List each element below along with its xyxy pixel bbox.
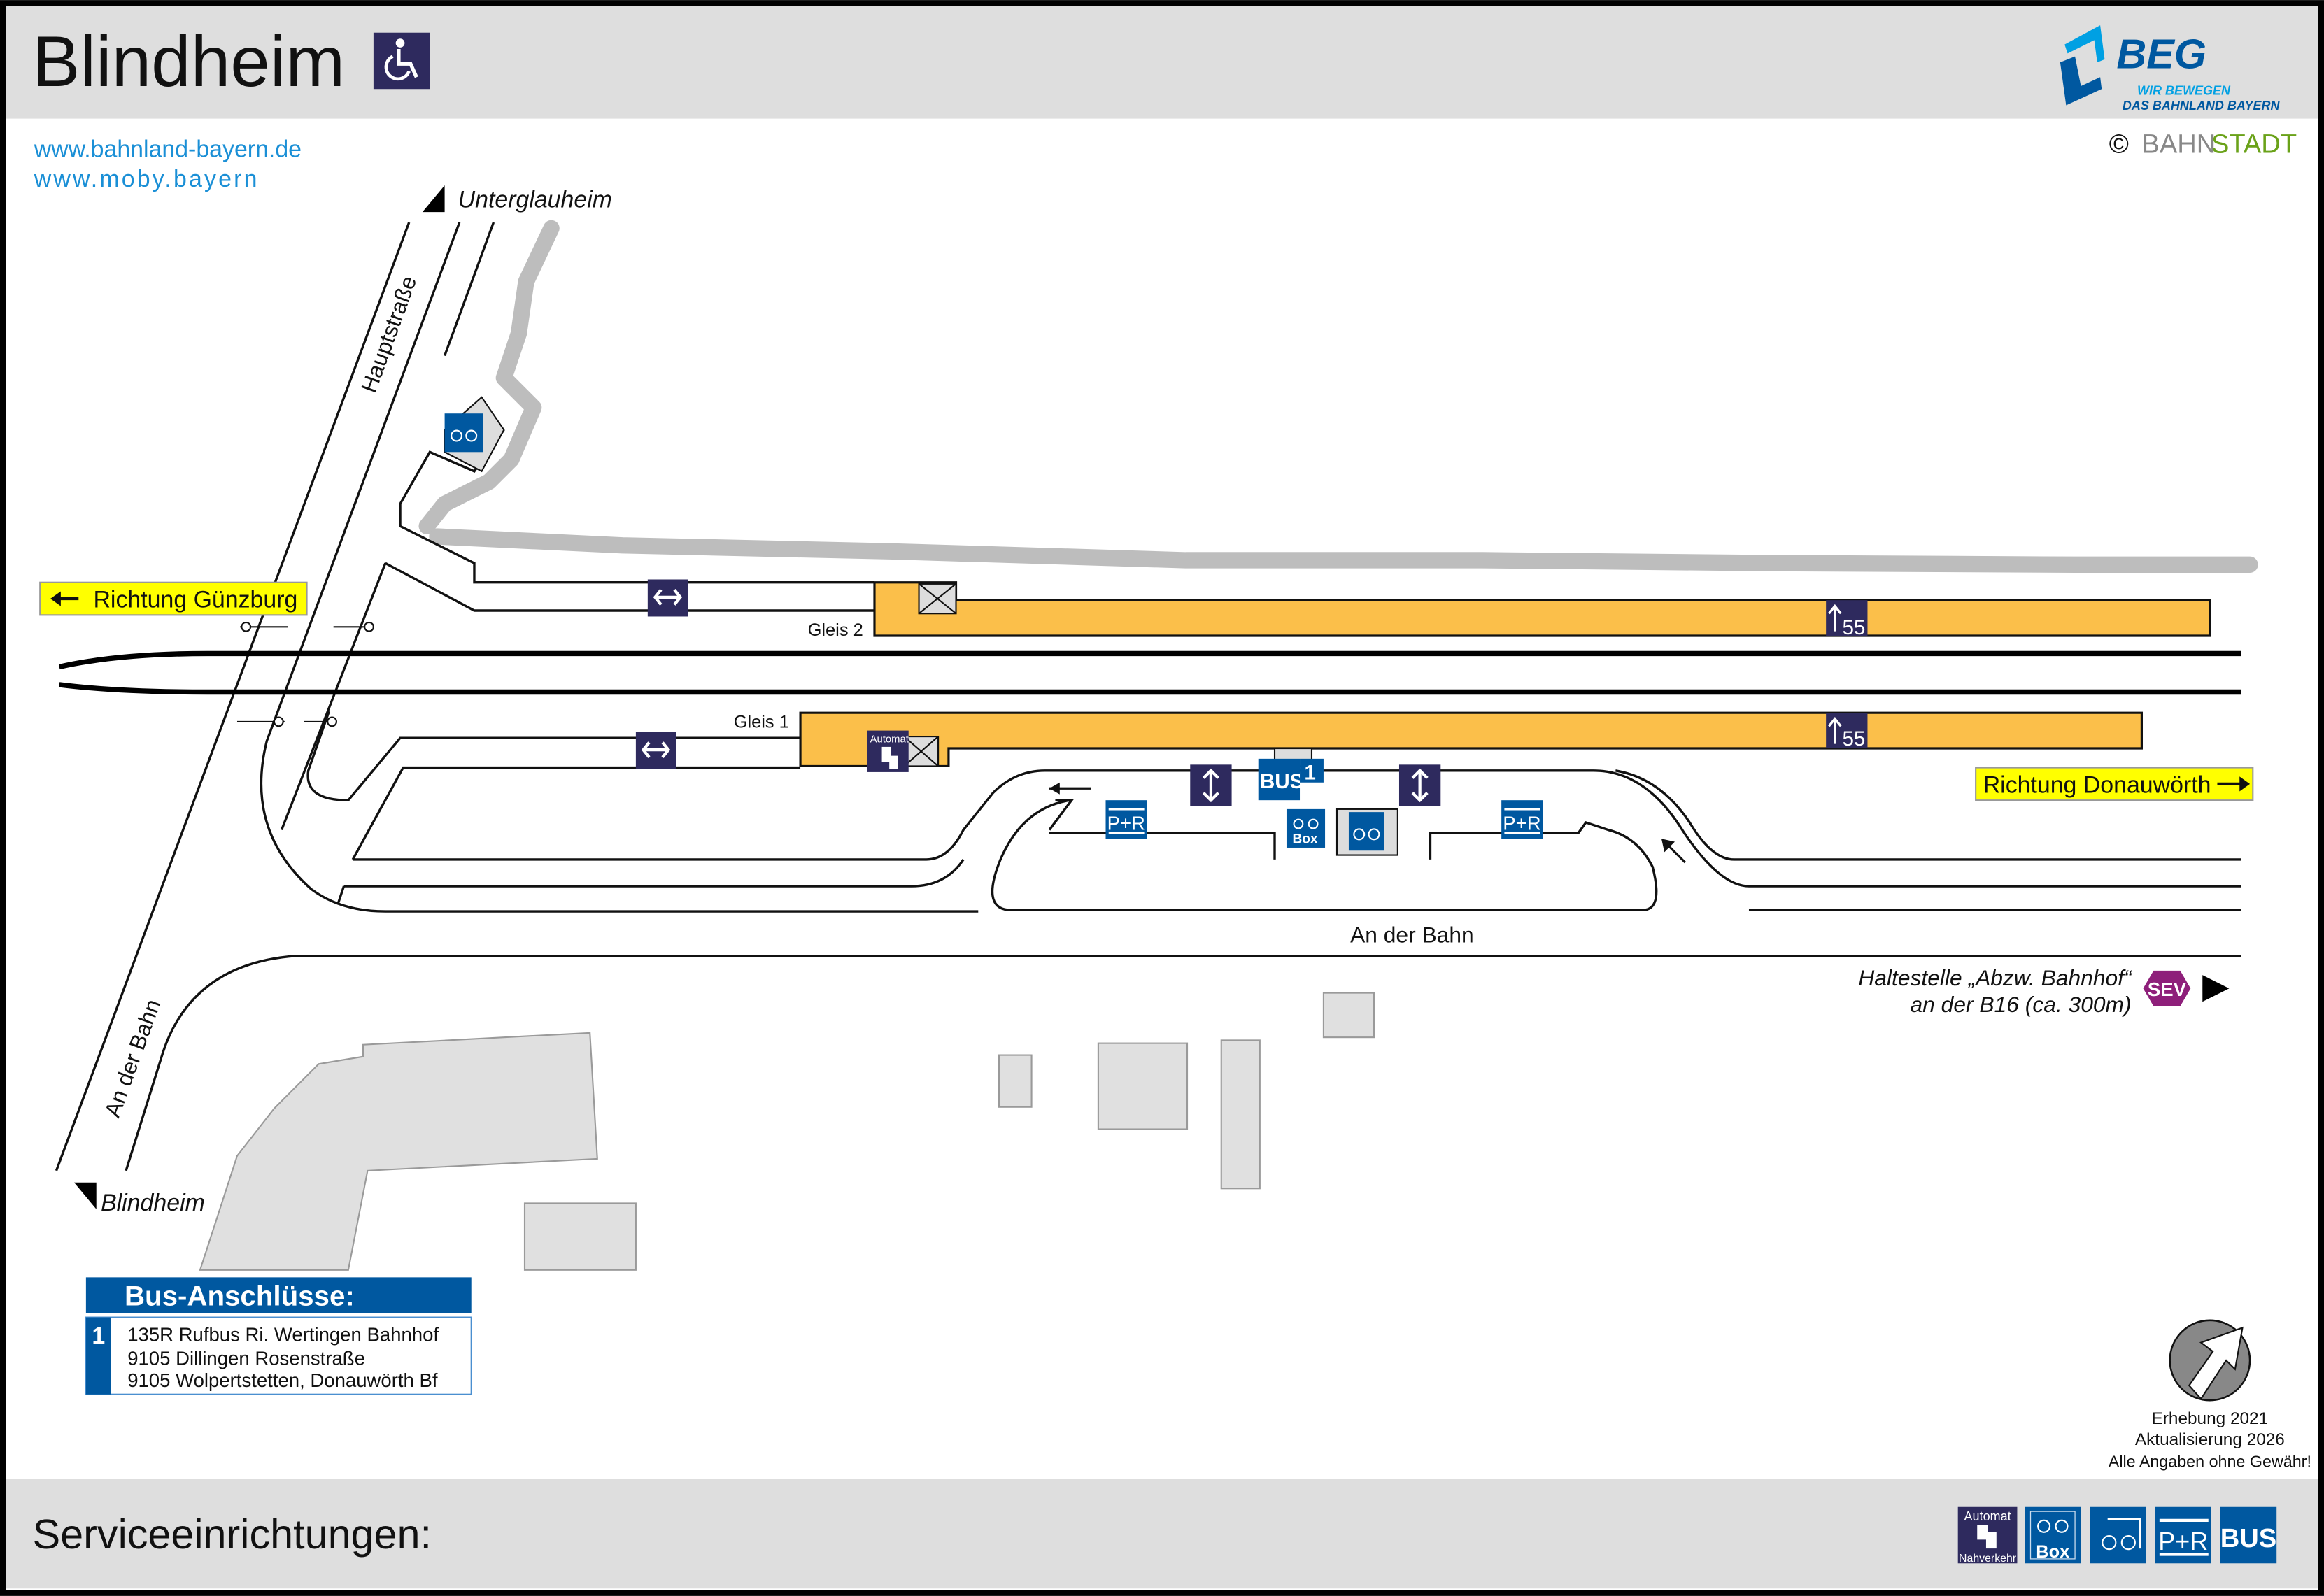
bike-box-icon[interactable]: Box xyxy=(1286,808,1326,848)
svg-text:P+R: P+R xyxy=(1503,813,1540,834)
legend-ticket-machine-icon: Automat Nahverkehr xyxy=(1957,1506,2018,1565)
place-blindheim: Blindheim xyxy=(101,1190,205,1216)
svg-text:BUS: BUS xyxy=(1260,770,1304,793)
svg-text:BUS: BUS xyxy=(2220,1523,2277,1553)
link-bahnland[interactable]: www.bahnland-bayern.de xyxy=(34,136,302,163)
svg-text:BEG: BEG xyxy=(2116,31,2206,78)
railway-tracks xyxy=(58,621,2241,727)
svg-text:BAHN: BAHN xyxy=(2141,129,2216,159)
sev-badge-icon: SEV xyxy=(2143,970,2191,1006)
svg-text:WIR BEWEGEN: WIR BEWEGEN xyxy=(2137,84,2231,98)
svg-text:55: 55 xyxy=(1842,616,1865,639)
svg-text:Box: Box xyxy=(1292,832,1317,847)
svg-text:P+R: P+R xyxy=(1107,813,1145,834)
svg-text:Automat: Automat xyxy=(870,734,909,746)
svg-text:Box: Box xyxy=(2036,1542,2069,1562)
svg-text:DAS BAHNLAND BAYERN: DAS BAHNLAND BAYERN xyxy=(2123,99,2281,113)
svg-text:Nahverkehr: Nahverkehr xyxy=(1959,1553,2017,1565)
footer-bar xyxy=(6,1479,2318,1589)
header-bar xyxy=(6,6,2318,119)
platform-height-marker: 55 xyxy=(1826,600,1868,639)
buildings xyxy=(199,992,1375,1271)
platform-gleis-2 xyxy=(873,581,2211,637)
svg-text:1: 1 xyxy=(92,1323,105,1350)
svg-text:1: 1 xyxy=(1304,762,1316,785)
bus-line: 135R Rufbus Ri. Wertingen Bahnhof xyxy=(127,1323,439,1345)
crossing-horizontal-icon xyxy=(647,579,688,617)
bike-parking-icon[interactable] xyxy=(444,396,505,473)
track-label-gleis-1: Gleis 1 xyxy=(734,712,789,732)
bus-connections-panel: Bus-Anschlüsse: 1 135R Rufbus Ri. Wertin… xyxy=(85,1277,472,1395)
ticket-machine-icon[interactable]: Automat xyxy=(867,730,909,772)
covered-bike-parking-icon[interactable] xyxy=(1335,808,1398,856)
disclaimer: Alle Angaben ohne Gewähr! xyxy=(2109,1453,2311,1471)
place-unterglauheim: Unterglauheim xyxy=(458,187,612,213)
east-arrow-icon xyxy=(2202,975,2230,1002)
ramp-vertical-icon xyxy=(1398,764,1441,806)
svg-text:STADT: STADT xyxy=(2211,129,2297,159)
survey-year: Erhebung 2021 xyxy=(2152,1409,2269,1428)
bus-stop-icon[interactable]: BUS 1 xyxy=(1258,758,1324,801)
roads xyxy=(55,222,2241,1171)
shelter-icon xyxy=(918,583,957,615)
park-and-ride-icon[interactable]: P+R xyxy=(1105,800,1147,839)
south-arrow-icon xyxy=(73,1182,97,1209)
svg-text:55: 55 xyxy=(1842,727,1865,750)
bus-connections-title: Bus-Anschlüsse: xyxy=(125,1281,355,1312)
svg-text:Automat: Automat xyxy=(1964,1509,2011,1523)
track-label-gleis-2: Gleis 2 xyxy=(808,620,863,640)
footer-title: Serviceeinrichtungen: xyxy=(33,1511,432,1558)
sev-stop-line1: Haltestelle „Abzw. Bahnhof“ xyxy=(1858,965,2132,990)
svg-text:Richtung Donauwörth: Richtung Donauwörth xyxy=(1983,772,2211,799)
svg-text:P+R: P+R xyxy=(2158,1527,2208,1555)
hedge xyxy=(429,528,2258,573)
platform-height-marker: 55 xyxy=(1826,713,1868,750)
street-an-der-bahn: An der Bahn xyxy=(1350,922,1474,948)
beg-logo: BEG WIR BEWEGEN DAS BAHNLAND BAYERN xyxy=(2060,25,2281,113)
legend-covered-bike-parking-icon xyxy=(2090,1506,2146,1564)
platform-gleis-1 xyxy=(799,711,2143,768)
svg-text:SEV: SEV xyxy=(2148,978,2187,1000)
bus-line: 9105 Dillingen Rosenstraße xyxy=(127,1347,365,1369)
wheelchair-icon xyxy=(373,32,430,90)
legend-bike-box-icon: Box xyxy=(2025,1506,2081,1564)
shelter-icon xyxy=(903,736,940,767)
ramp-vertical-icon xyxy=(1190,764,1232,806)
crossing-horizontal-icon xyxy=(635,732,676,769)
park-and-ride-icon[interactable]: P+R xyxy=(1501,800,1543,839)
bahnstadt-copyright: © BAHN STADT xyxy=(2109,129,2297,159)
hedge xyxy=(418,220,560,534)
legend-park-and-ride-icon: P+R xyxy=(2155,1506,2211,1564)
direction-donauwoerth: Richtung Donauwörth xyxy=(1975,767,2254,801)
page-title: Blindheim xyxy=(33,22,346,101)
direction-guenzburg: Richtung Günzburg xyxy=(39,581,308,616)
legend-bus-icon: BUS xyxy=(2220,1506,2277,1564)
svg-text:Richtung Günzburg: Richtung Günzburg xyxy=(93,587,297,613)
sev-stop-line2: an der B16 (ca. 300m) xyxy=(1911,992,2132,1017)
compass-north-icon xyxy=(2169,1319,2251,1402)
svg-text:©: © xyxy=(2109,129,2129,159)
update-year: Aktualisierung 2026 xyxy=(2135,1430,2285,1449)
bus-line: 9105 Wolpertstetten, Donauwörth Bf xyxy=(127,1369,438,1391)
link-moby[interactable]: www.moby.bayern xyxy=(34,166,260,192)
